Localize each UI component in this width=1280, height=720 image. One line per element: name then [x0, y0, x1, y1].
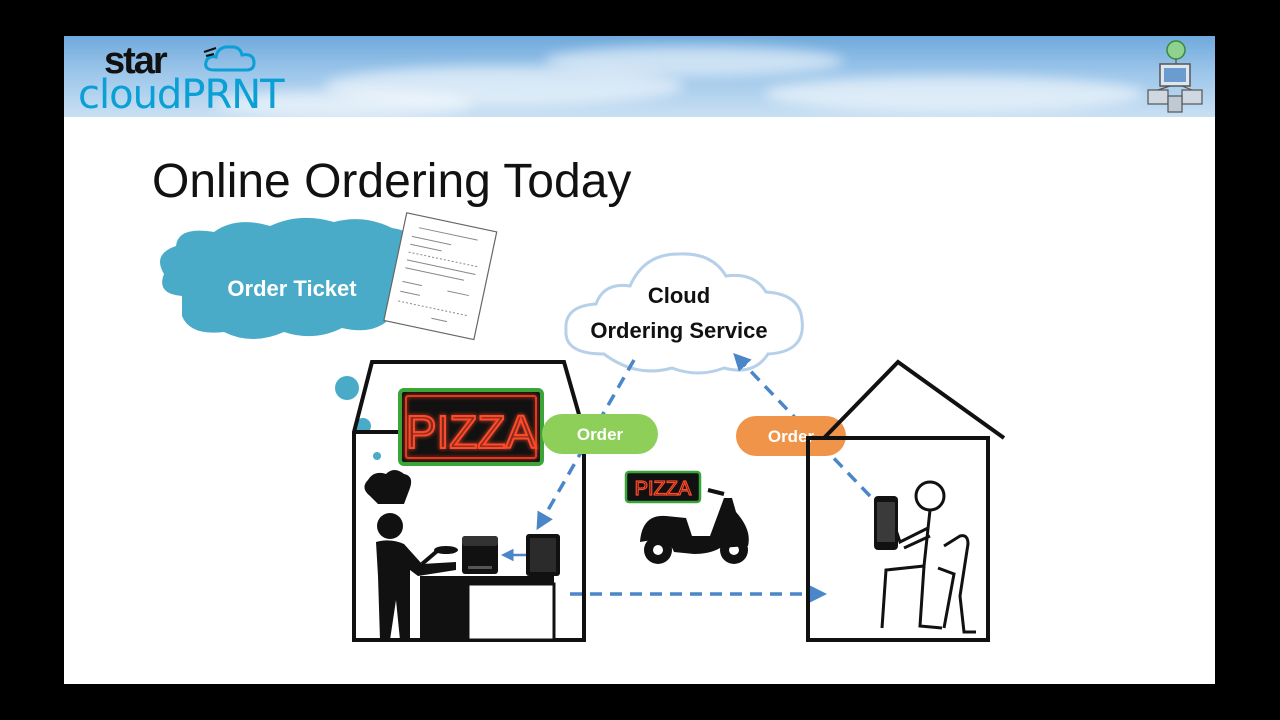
counter-front: [466, 582, 556, 642]
ordering-diagram: Order Ticket Cloud Ordering Service PIZZ…: [160, 212, 1006, 642]
logo-cloud-icon: [203, 45, 256, 72]
printer-icon: [462, 536, 498, 574]
header-banner: star cloudPRNT: [64, 36, 1215, 117]
chef-icon: [364, 470, 458, 640]
arrow-cloud-to-store: [536, 359, 636, 531]
flow-arrows: [536, 352, 872, 603]
scooter-sign-text: PIZZA: [635, 478, 692, 500]
order-badge-green: [542, 414, 658, 454]
customer-house: [806, 359, 1006, 642]
order-badge-green-label: Order: [577, 425, 624, 444]
smartphone-icon: [874, 496, 898, 550]
network-globe-icon: [1147, 40, 1203, 113]
arrow-customer-to-cloud: [733, 352, 872, 498]
order-ticket-label: Order Ticket: [227, 276, 357, 301]
store-sign: [398, 388, 544, 466]
cloud-service-label-line1: Cloud: [648, 283, 710, 308]
receipt-icon: [383, 212, 498, 341]
logo-star-text: star: [104, 40, 168, 82]
cloud-service-label-line2: Ordering Service: [590, 318, 767, 343]
tablet-icon: [526, 534, 560, 576]
scooter-icon: [640, 488, 749, 564]
page-title: Online Ordering Today: [152, 155, 632, 208]
order-badge-orange: [736, 416, 846, 456]
store-sign-text: PIZZA: [406, 406, 537, 458]
slide: star cloudPRNT Online Ordering Today: [64, 36, 1215, 684]
order-ticket-bubble: [160, 217, 428, 460]
person-icon: [880, 480, 976, 634]
order-badge-orange-label: Order: [768, 427, 815, 446]
scooter-sign: [624, 470, 702, 504]
logo-product-text: cloudPRNT: [78, 72, 285, 117]
cloud-icon: [564, 252, 804, 375]
